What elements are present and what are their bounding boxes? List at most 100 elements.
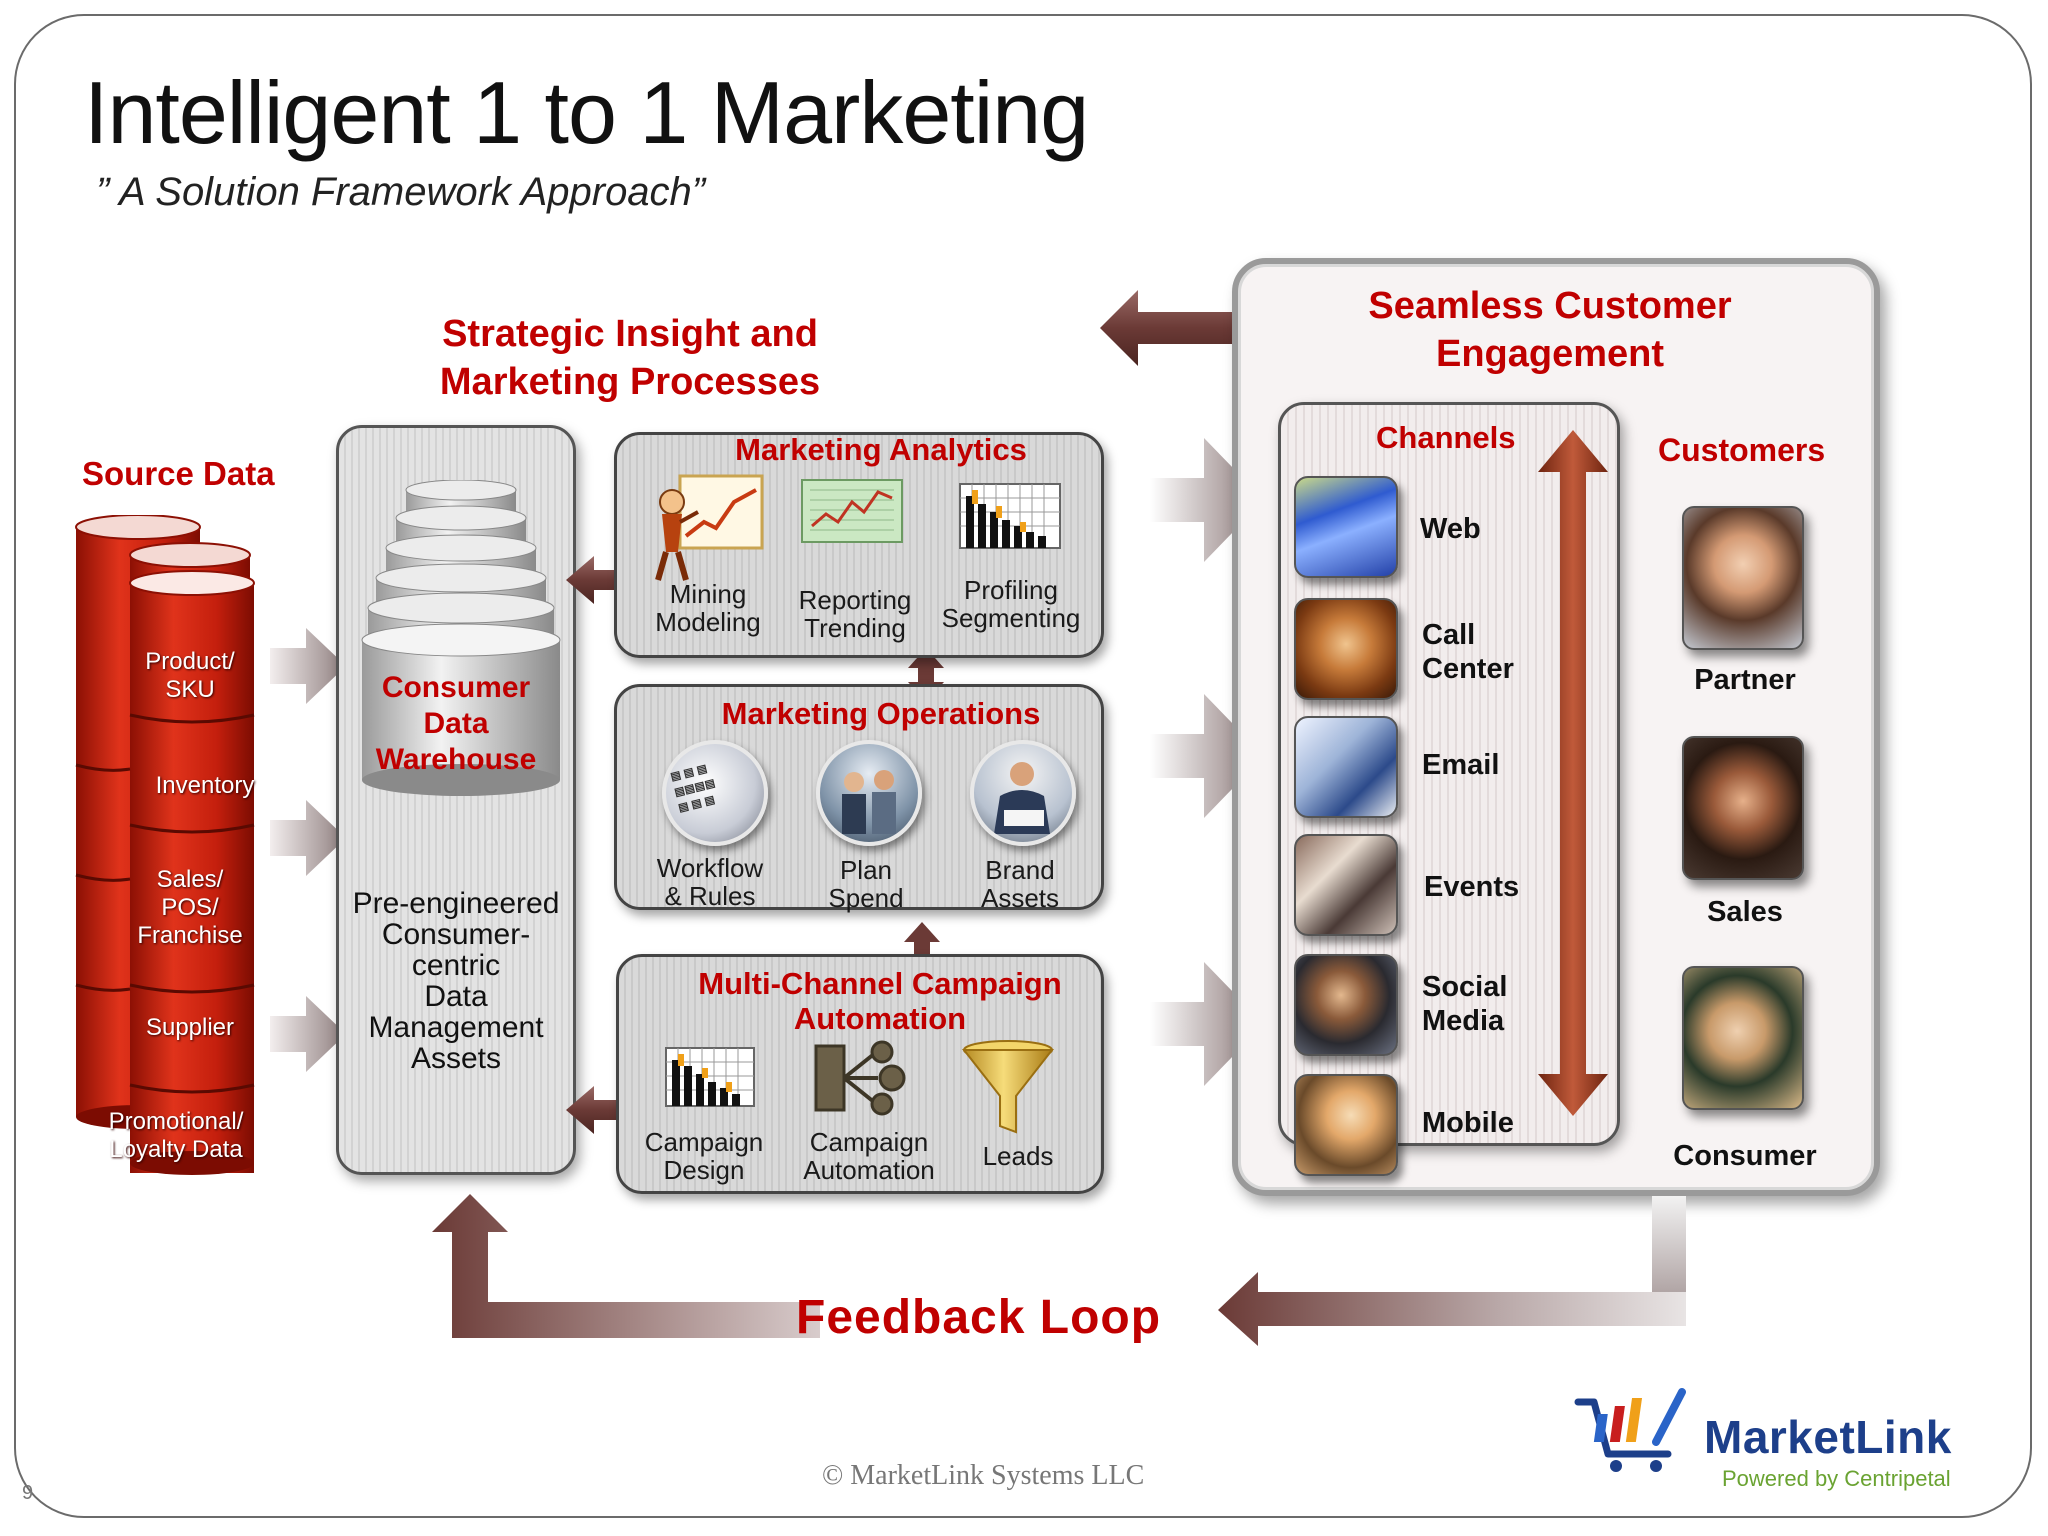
label-line: Mobile: [1422, 1107, 1514, 1139]
plan-spend-art: [842, 770, 896, 834]
assets-line5: Management: [368, 1011, 544, 1044]
brand-assets-icon: [970, 740, 1076, 846]
leads-funnel-icon: [961, 1040, 1055, 1134]
database-stack-icon: [361, 480, 561, 796]
consumer-photo: [1682, 966, 1804, 1110]
label-line: Campaign: [644, 1127, 764, 1157]
label-line: Modeling: [655, 607, 761, 637]
label-line: & Rules: [664, 881, 756, 911]
warehouse-label-line2: Data: [423, 707, 489, 740]
warehouse-label-line3: Warehouse: [375, 743, 537, 776]
mining-modeling-icon: [655, 474, 764, 581]
label-line: Trending: [804, 613, 906, 643]
operations-heading: Marketing Operations: [721, 696, 1041, 731]
label-line: Plan: [839, 855, 893, 885]
assets-line1: Pre-engineered: [352, 887, 560, 920]
marketlink-cart-logo-icon: [1574, 1388, 1686, 1472]
label-line: Spend: [828, 883, 904, 913]
slide-subtitle: ” A Solution Framework Approach”: [96, 170, 706, 214]
social-media-thumbnail: [1294, 954, 1398, 1056]
brand-assets-art: [994, 762, 1050, 834]
assets-line3: centric: [411, 949, 501, 982]
source-data-cylinders: [75, 515, 255, 1175]
warehouse-assets-text: Pre-engineered Consumer- centric Data Ma…: [336, 888, 576, 1074]
web-thumbnail: [1294, 476, 1398, 578]
sales-photo: [1682, 736, 1804, 880]
campaign-heading-line2: Automation: [793, 1001, 967, 1036]
channel-mobile-label: Mobile: [1422, 1106, 1514, 1140]
logo-tagline: Powered by Centripetal: [1722, 1466, 1951, 1491]
logo-name: MarketLink: [1704, 1411, 1952, 1463]
strategic-heading-line1: Strategic Insight and: [442, 313, 818, 355]
label-line: Events: [1424, 871, 1520, 903]
assets-line2: Consumer-: [381, 918, 531, 951]
reporting-trending-icon: [801, 479, 903, 543]
label-line: Leads: [982, 1141, 1054, 1171]
slide-frame: [14, 14, 2032, 1518]
email-thumbnail: [1294, 716, 1398, 818]
channels-heading: Channels: [1376, 420, 1516, 455]
workflow-rules-label: Workflow& Rules: [648, 854, 772, 910]
customer-consumer-label: Consumer: [1673, 1140, 1817, 1172]
customer-sales-label: Sales: [1707, 896, 1783, 928]
page-number: 9: [22, 1482, 34, 1504]
strategic-heading: Strategic Insight and Marketing Processe…: [400, 310, 860, 406]
label-line: Workflow: [656, 853, 764, 883]
copyright: © MarketLink Systems LLC: [822, 1460, 1145, 1491]
source-item-inventory: Inventory: [155, 772, 255, 799]
label-line: Social: [1422, 971, 1508, 1003]
label-line: Design: [663, 1155, 745, 1185]
label-line: Assets: [980, 883, 1060, 913]
channel-events-label: Events: [1424, 870, 1519, 904]
engagement-heading-line1: Seamless Customer: [1368, 285, 1732, 327]
slide-title: Intelligent 1 to 1 Marketing: [84, 63, 1089, 162]
feedback-loop-label: Feedback Loop: [796, 1291, 1162, 1344]
customer-partner-label: Partner: [1694, 664, 1796, 696]
source-to-warehouse-arrows: [270, 628, 346, 1072]
analytics-heading: Marketing Analytics: [735, 432, 1027, 467]
channels-vertical-arrow: [1538, 430, 1608, 1116]
campaign-heading-line1: Multi-Channel Campaign: [698, 966, 1062, 1001]
leads-label: Leads: [968, 1142, 1068, 1170]
process-to-channel-arrows: [1150, 438, 1264, 1086]
source-item-promotional: Promotional/ Loyalty Data: [108, 1108, 244, 1163]
source-item-sales-pos: Sales/ POS/ Franchise: [137, 866, 243, 949]
workflow-rules-icon: ▤ ▤ ▤▤▤▤▤▤ ▤ ▤: [662, 740, 768, 846]
campaign-automation-icon: [814, 1040, 906, 1116]
engagement-heading: Seamless Customer Engagement: [1310, 282, 1790, 378]
label-line: Segmenting: [941, 603, 1081, 633]
label-line: Center: [1422, 653, 1514, 685]
partner-photo: [1682, 506, 1804, 650]
label-line: Web: [1420, 513, 1481, 545]
call-center-thumbnail: [1294, 598, 1398, 700]
label-line: Profiling: [964, 575, 1058, 605]
warehouse-label: Consumer Data Warehouse: [356, 670, 556, 778]
label-line: Email: [1422, 749, 1500, 781]
label-line: Media: [1422, 1005, 1505, 1037]
events-thumbnail: [1294, 834, 1398, 936]
label-line: Campaign: [809, 1127, 929, 1157]
channel-web-label: Web: [1420, 512, 1481, 546]
assets-line6: Assets: [410, 1042, 502, 1075]
warehouse-label-line1: Consumer: [381, 671, 531, 704]
mobile-thumbnail: [1294, 1074, 1398, 1176]
channel-email-label: Email: [1422, 748, 1499, 782]
label-line: Mining: [669, 579, 747, 609]
customers-heading: Customers: [1658, 432, 1826, 468]
label-line: Automation: [803, 1155, 935, 1185]
campaign-design-icon: [665, 1047, 755, 1107]
profiling-segmenting-icon: [959, 483, 1061, 549]
label-line: Brand: [985, 855, 1055, 885]
strategic-heading-line2: Marketing Processes: [439, 361, 821, 403]
engagement-heading-line2: Engagement: [1435, 333, 1665, 375]
source-item-supplier: Supplier: [145, 1014, 235, 1041]
assets-line4: Data: [424, 980, 488, 1013]
